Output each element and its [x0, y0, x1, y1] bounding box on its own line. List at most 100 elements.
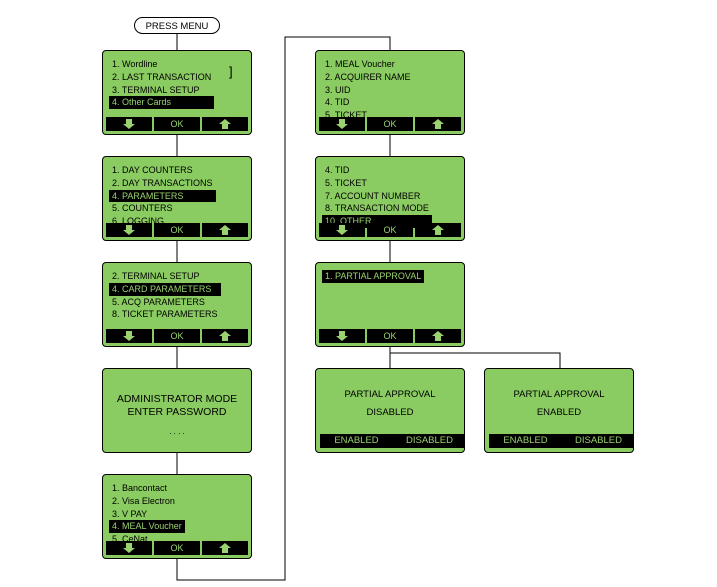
menu-item[interactable]: 6. LOGGING [112, 216, 165, 227]
menu-item[interactable]: 4. TID [325, 97, 350, 108]
choice-bar: ENABLED DISABLED [489, 434, 633, 448]
softkey-bar: OK [106, 117, 248, 131]
arrow-down-icon [336, 331, 348, 341]
softkey-bar: OK [319, 329, 461, 343]
up-button[interactable] [202, 541, 248, 555]
ok-button[interactable]: OK [367, 117, 413, 131]
screen-main-menu: 1. Wordline 2. LAST TRANSACTION 3. TERMINA… [102, 50, 252, 135]
ok-button[interactable]: OK [154, 223, 200, 237]
down-button[interactable] [319, 223, 365, 237]
menu-item[interactable]: 1. MEAL Voucher [325, 59, 395, 69]
softkey-bar: OK [106, 329, 248, 343]
screen-meal-voucher-menu-scrolled: 4. TID 5. TICKET 7. ACCOUNT NUMBER 8. TRANS… [315, 156, 465, 241]
arrow-down-icon [123, 331, 135, 341]
menu-item[interactable]: 5. TICKET [325, 177, 367, 188]
setting-status: DISABLED [366, 407, 414, 418]
setting-title: PARTIAL APPROVAL [513, 389, 605, 400]
arrow-up-icon [432, 331, 444, 341]
ok-button[interactable]: OK [367, 329, 413, 343]
menu-item[interactable]: 8. TRANSACTION MODE [325, 203, 429, 214]
menu-list: 1. MEAL Voucher 2. ACQUIRER NAME 3. UID 4. … [322, 58, 414, 122]
down-button[interactable] [319, 117, 365, 131]
menu-item[interactable]: 2. DAY TRANSACTIONS [112, 177, 213, 188]
menu-list: 1. PARTIAL APPROVAL [322, 270, 425, 283]
ok-button[interactable]: OK [154, 329, 200, 343]
up-button[interactable] [202, 223, 248, 237]
setting-title: PARTIAL APPROVAL [344, 389, 436, 400]
arrow-up-icon [219, 225, 231, 235]
menu-item[interactable]: 5. TICKET [325, 110, 367, 121]
menu-item[interactable]: 2. ACQUIRER NAME [325, 71, 411, 82]
menu-item[interactable]: 1. DAY COUNTERS [112, 165, 193, 175]
arrow-up-icon [219, 543, 231, 553]
arrow-down-icon [336, 119, 348, 129]
up-button[interactable] [415, 329, 461, 343]
enabled-button[interactable]: ENABLED [489, 434, 562, 448]
up-button[interactable] [202, 329, 248, 343]
up-button[interactable] [415, 117, 461, 131]
menu-item[interactable]: 8. TICKET PARAMETERS [112, 309, 218, 320]
press-menu-start[interactable]: PRESS MENU [134, 17, 220, 34]
menu-item[interactable]: 4. TID [325, 165, 350, 175]
menu-item[interactable]: 4. MEAL Voucher [109, 520, 185, 534]
screen-partial-approval-enabled: PARTIAL APPROVAL ENABLED ENABLED DISABLE… [484, 368, 634, 453]
setting-status: ENABLED [536, 407, 582, 418]
menu-item[interactable]: 4. Other Cards [109, 96, 215, 110]
menu-item[interactable]: 3. TERMINAL SETUP [112, 84, 200, 95]
down-button[interactable] [106, 223, 152, 237]
arrow-down-icon [123, 119, 135, 129]
choice-bar: ENABLED DISABLED [320, 434, 464, 448]
down-button[interactable] [319, 329, 365, 343]
admin-mode-label: ADMINISTRATOR MODE [116, 393, 238, 405]
enter-password-label: ENTER PASSWORD [127, 406, 227, 418]
arrow-down-icon [336, 225, 348, 235]
enabled-button[interactable]: ENABLED [320, 434, 393, 448]
ok-button[interactable]: OK [367, 223, 413, 237]
menu-item[interactable]: 1. PARTIAL APPROVAL [322, 270, 425, 283]
disabled-button[interactable]: DISABLED [393, 434, 464, 448]
down-button[interactable] [106, 329, 152, 343]
ok-button[interactable]: OK [154, 541, 200, 555]
menu-item[interactable]: 5. CeNat [112, 534, 148, 545]
screen-admin-password: ADMINISTRATOR MODE ENTER PASSWORD . . . … [102, 368, 252, 453]
menu-item[interactable]: 1. Bancontact [112, 483, 168, 493]
menu-item[interactable]: 3. UID [325, 84, 351, 95]
menu-item[interactable]: 3. V PAY [112, 508, 148, 519]
menu-item[interactable]: 4. CARD PARAMETERS [109, 282, 221, 296]
softkey-bar: OK [106, 223, 248, 237]
down-button[interactable] [106, 541, 152, 555]
arrow-up-icon [219, 119, 231, 129]
softkey-bar: OK [106, 541, 248, 555]
softkey-bar: OK [319, 117, 461, 131]
menu-item[interactable]: 4. PARAMETERS [109, 189, 216, 203]
bracket-mark: ] [229, 64, 233, 79]
arrow-up-icon [219, 331, 231, 341]
screen-partial-approval-disabled: PARTIAL APPROVAL DISABLED ENABLED DISABL… [315, 368, 465, 453]
screen-meal-voucher-menu: 1. MEAL Voucher 2. ACQUIRER NAME 3. UID 4. … [315, 50, 465, 135]
menu-list: 1. Wordline 2. LAST TRANSACTION 3. TERMINA… [109, 58, 215, 110]
disabled-button[interactable]: DISABLED [562, 434, 633, 448]
up-button[interactable] [415, 223, 461, 237]
menu-item[interactable]: 1. Wordline [112, 59, 158, 69]
menu-list: 4. TID 5. TICKET 7. ACCOUNT NUMBER 8. TRANS… [322, 164, 432, 228]
arrow-up-icon [432, 119, 444, 129]
password-field[interactable]: . . . . [169, 427, 185, 436]
menu-item[interactable]: 5. ACQ PARAMETERS [112, 296, 205, 307]
up-button[interactable] [202, 117, 248, 131]
menu-item[interactable]: 2. TERMINAL SETUP [112, 271, 200, 281]
ok-button[interactable]: OK [154, 117, 200, 131]
menu-item[interactable]: 2. Visa Electron [112, 495, 175, 506]
menu-item[interactable]: 5. COUNTERS [112, 203, 173, 214]
menu-item[interactable]: 7. ACCOUNT NUMBER [325, 190, 421, 201]
menu-item[interactable]: 2. LAST TRANSACTION [112, 71, 212, 82]
down-button[interactable] [106, 117, 152, 131]
screen-other-menu: 1. PARTIAL APPROVAL OK [315, 262, 465, 347]
arrow-down-icon [123, 543, 135, 553]
